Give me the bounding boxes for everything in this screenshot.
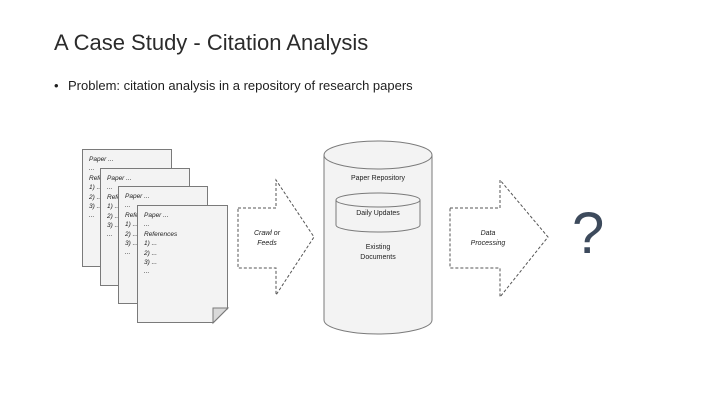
paper-line: ... bbox=[89, 165, 95, 173]
crawl-label-line1: Crawl or bbox=[253, 230, 281, 237]
crawl-arrow-label: Crawl or Feeds bbox=[247, 229, 287, 249]
paper-line: 2) ... bbox=[144, 249, 158, 257]
paper-line: ... bbox=[144, 268, 150, 276]
paper-line: 1) ... bbox=[107, 203, 121, 211]
paper-line: 2) ... bbox=[107, 212, 121, 220]
paper-line: ... bbox=[125, 202, 131, 210]
bullet-point: • Problem: citation analysis in a reposit… bbox=[54, 78, 413, 93]
paper-line: ... bbox=[125, 249, 131, 257]
paper-fold-edge bbox=[212, 307, 229, 324]
paper-line: ... bbox=[107, 231, 113, 239]
paper-line: 1) ... bbox=[125, 221, 139, 229]
slide-title: A Case Study - Citation Analysis bbox=[54, 30, 369, 55]
crawl-arrow bbox=[237, 178, 315, 297]
paper-line: 1) ... bbox=[144, 240, 158, 248]
paper-header: Paper ... bbox=[144, 212, 169, 219]
existing-documents-label: Existing Documents bbox=[338, 243, 418, 263]
paper-header: Paper ... bbox=[89, 156, 114, 163]
repository-cylinder-top bbox=[323, 140, 433, 170]
daily-updates-cylinder bbox=[335, 200, 421, 233]
paper-line: 3) ... bbox=[89, 203, 103, 211]
processing-arrow bbox=[449, 178, 549, 299]
existing-line1: Existing bbox=[365, 244, 391, 251]
paper-line: ... bbox=[89, 212, 95, 220]
bullet-text: Problem: citation analysis in a reposito… bbox=[68, 78, 413, 93]
daily-updates-label: Daily Updates bbox=[356, 210, 400, 217]
paper-line: References bbox=[144, 230, 178, 238]
existing-line2: Documents bbox=[360, 254, 396, 261]
paper-line: Refe bbox=[125, 211, 139, 219]
paper-header: Paper ... bbox=[125, 193, 150, 200]
bullet-dot: • bbox=[54, 78, 59, 93]
processing-label-line2: Processing bbox=[470, 240, 506, 247]
repository-label: Paper Repository bbox=[350, 175, 406, 182]
paper-line: 2) ... bbox=[125, 230, 139, 238]
paper-line: ... bbox=[107, 184, 113, 192]
crawl-label-line2: Feeds bbox=[257, 240, 277, 247]
paper-line: Refe bbox=[107, 193, 121, 201]
processing-label-line1: Data bbox=[480, 230, 496, 237]
daily-updates-cylinder-top bbox=[335, 192, 421, 208]
paper-line: 3) ... bbox=[144, 259, 158, 267]
question-mark: ? bbox=[572, 201, 605, 266]
paper-header: Paper ... bbox=[107, 175, 132, 182]
paper-document-4: Paper ... ... References 1) ... 2) ... 3… bbox=[137, 205, 228, 323]
paper-line: 3) ... bbox=[125, 240, 139, 248]
paper-line: Refe bbox=[89, 174, 103, 182]
paper-line: 2) ... bbox=[89, 193, 103, 201]
processing-arrow-label: Data Processing bbox=[463, 229, 513, 249]
paper-line: 1) ... bbox=[89, 184, 103, 192]
paper-line: ... bbox=[144, 221, 150, 229]
paper-line: 3) ... bbox=[107, 222, 121, 230]
